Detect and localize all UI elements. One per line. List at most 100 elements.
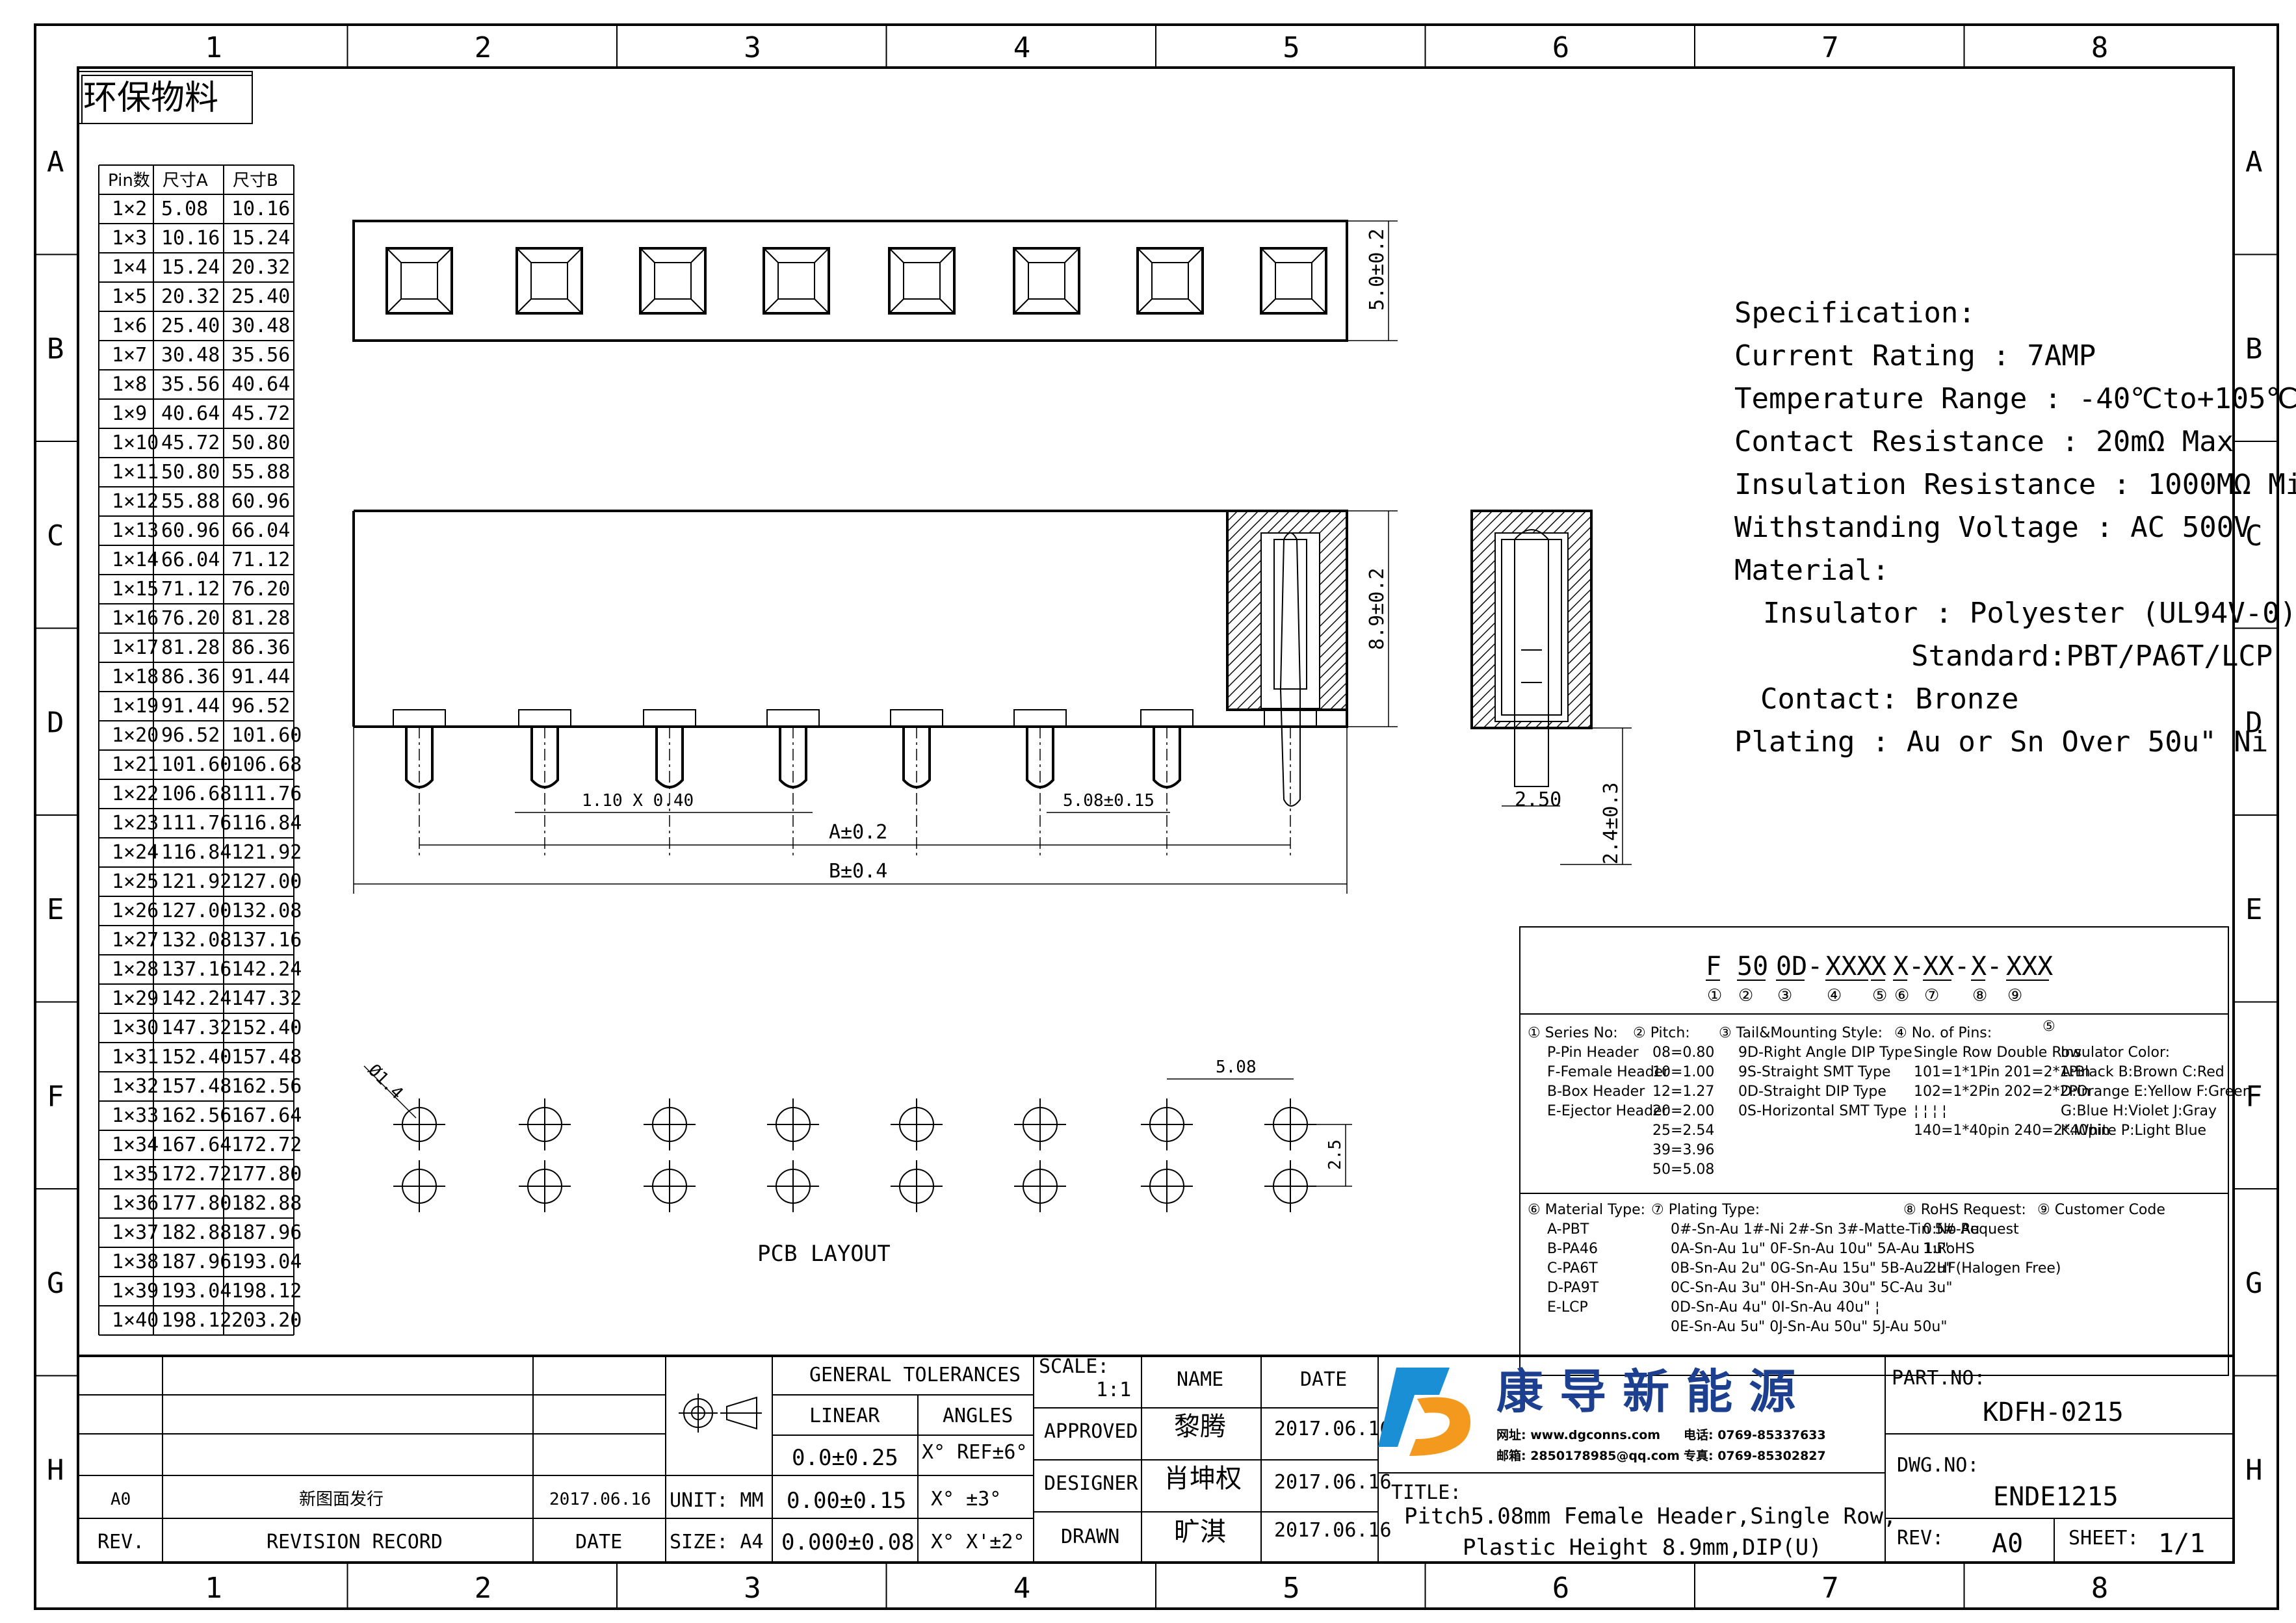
zone-col-bottom-5: 5 (1283, 1572, 1300, 1605)
code-segment-number: ① (1707, 986, 1722, 1006)
legend-top-line: 140=1*40pin 240=2*40pin (1914, 1123, 2110, 1139)
zone-row-right-G: G (2245, 1267, 2263, 1300)
size-table-cell: 71.12 (231, 549, 290, 571)
size-table-cell: 1×3 (112, 227, 147, 250)
size-table-cell: 1×17 (112, 636, 159, 659)
legend-top-line: 0S-Horizontal SMT Type (1738, 1103, 1907, 1119)
linear-tol-1: 0.0±0.25 (792, 1445, 898, 1471)
size-table-cell: 30.48 (231, 315, 290, 337)
spec-line: Insulator : Polyester (UL94V-0) (1763, 597, 2296, 630)
size-table-cell: 1×30 (112, 1017, 159, 1039)
size-table-cell: 1×7 (112, 344, 147, 367)
size-table-header: Pin数 (108, 171, 150, 190)
unit-label: UNIT: MM (670, 1489, 764, 1512)
size-table-cell: 1×6 (112, 315, 147, 337)
rev-value: A0 (1992, 1529, 2023, 1559)
size-table-cell: 40.64 (161, 402, 220, 425)
size-table-cell: 198.12 (161, 1309, 231, 1332)
sheet-label: SHEET: (2068, 1527, 2139, 1550)
size-table-cell: 1×24 (112, 841, 159, 864)
zone-row-right-H: H (2245, 1453, 2263, 1487)
company-email: 邮箱: 2850178985@qq.com (1496, 1448, 1680, 1463)
legend-top-line: 9S-Straight SMT Type (1738, 1064, 1891, 1080)
spec-line: Current Rating : 7AMP (1734, 339, 2096, 372)
size-table-cell: 15.24 (161, 256, 220, 279)
size-table-cell: 25.40 (231, 285, 290, 308)
size-table-cell: 66.04 (231, 519, 290, 542)
rev-date: 2017.06.16 (549, 1490, 651, 1509)
legend-top-line: F-Female Header (1547, 1064, 1669, 1080)
title-label: TITLE: (1391, 1481, 1461, 1504)
size-table-cell: 147.32 (231, 987, 302, 1010)
size-table-cell: 1×12 (112, 490, 159, 513)
size-table-cell: 1×4 (112, 256, 147, 279)
size-table-cell: 60.96 (161, 519, 220, 542)
size-table-cell: 127.00 (231, 870, 302, 893)
tail-len-dim: 2.4±0.3 (1600, 783, 1623, 864)
size-table-cell: 1×2 (112, 198, 147, 220)
pcb-layout-label: PCB LAYOUT (757, 1241, 891, 1267)
zone-row-right-F: F (2245, 1080, 2263, 1113)
zone-row-right-C: C (2245, 519, 2263, 552)
size-table-cell: 50.80 (231, 432, 290, 454)
zone-col-top-5: 5 (1283, 31, 1300, 64)
size-table-cell: 1×8 (112, 373, 147, 396)
zone-col-top-3: 3 (744, 31, 761, 64)
zone-row-left-B: B (47, 332, 64, 365)
size-table-cell: 187.96 (161, 1251, 231, 1273)
spec-line: Material: (1734, 554, 1889, 587)
zone-col-bottom-2: 2 (475, 1572, 492, 1605)
size-table-cell: 1×32 (112, 1075, 159, 1098)
rev-code: A0 (111, 1490, 131, 1509)
general-tolerances: GENERAL TOLERANCES (809, 1364, 1021, 1386)
legend-top-line: Insulator Color: (2061, 1045, 2170, 1061)
scale-value: 1:1 (1096, 1379, 1131, 1401)
size-table-cell: 111.76 (231, 783, 302, 805)
size-table-cell: 81.28 (161, 636, 220, 659)
angle-tol-3: X° X'±2° (931, 1531, 1025, 1553)
size-table-cell: 1×9 (112, 402, 147, 425)
spec-line: Contact Resistance : 20mΩ Max (1734, 425, 2234, 458)
size-table-cell: 40.64 (231, 373, 290, 396)
size-table-cell: 1×23 (112, 812, 159, 835)
legend-top-line: ① Series No: (1528, 1025, 1618, 1041)
zone-row-left-G: G (47, 1267, 64, 1300)
legend-top-line: 39=3.96 (1652, 1142, 1714, 1158)
spec-line: Contact: Bronze (1760, 682, 2018, 716)
size-table-cell: 1×21 (112, 753, 159, 776)
size-table-cell: 101.60 (231, 724, 302, 747)
specification: Specification:Current Rating : 7AMPTempe… (1734, 296, 2296, 759)
code-segment-number: ⑤ (1872, 986, 1887, 1006)
spec-line: Plating : Au or Sn Over 50u" Ni (1734, 725, 2268, 759)
legend-top-line: 102=1*2Pin 202=2*2Pin (1914, 1084, 2091, 1100)
top-view: 5.0±0.2 (352, 220, 1398, 342)
date-header: DATE (1300, 1368, 1347, 1391)
legend-bottom-line: 1:RoHS (1923, 1241, 1975, 1257)
size-table-cell: 137.16 (231, 929, 302, 952)
size-table-cell: 50.80 (161, 461, 220, 484)
angles-label: ANGLES (943, 1405, 1013, 1427)
size-table-cell: 121.92 (231, 841, 302, 864)
size-table-cell: 198.12 (231, 1280, 302, 1303)
legend-top-line: ② Pitch: (1633, 1025, 1690, 1041)
size-table-cell: 1×18 (112, 666, 159, 688)
company-name: 康 导 新 能 源 (1496, 1364, 1795, 1419)
size-table-cell: 35.56 (231, 344, 290, 367)
legend-top-line: D:Orange E:Yellow F:Green (2061, 1084, 2252, 1100)
legend-bottom-line: 0A-Sn-Au 1u" 0F-Sn-Au 10u" 5A-Au 1u" (1671, 1241, 1949, 1257)
size-table-cell: 142.24 (231, 958, 302, 981)
legend-top-line: G:Blue H:Violet J:Gray (2061, 1103, 2217, 1119)
legend-top-line: 12=1.27 (1652, 1084, 1714, 1100)
spec-line: Temperature Range : -40℃to+105℃ (1734, 382, 2296, 415)
size-table-cell: 152.40 (161, 1046, 231, 1069)
top-height-dim: 5.0±0.2 (1366, 229, 1389, 311)
size-table-cell: 167.64 (231, 1104, 302, 1127)
pcb-layout: Ø1.4 5.08 2.5 PCB LAYOUT (363, 1058, 1352, 1267)
zone-col-top-1: 1 (205, 31, 222, 64)
size-table-cell: 101.60 (161, 753, 231, 776)
zone-row-left-A: A (47, 146, 64, 179)
legend-top-line: B-Box Header (1547, 1084, 1645, 1100)
pcb-pitch-dim: 5.08 (1216, 1058, 1257, 1077)
size-table-cell: 1×40 (112, 1309, 159, 1332)
eco-label: 环保物料 (83, 79, 218, 118)
